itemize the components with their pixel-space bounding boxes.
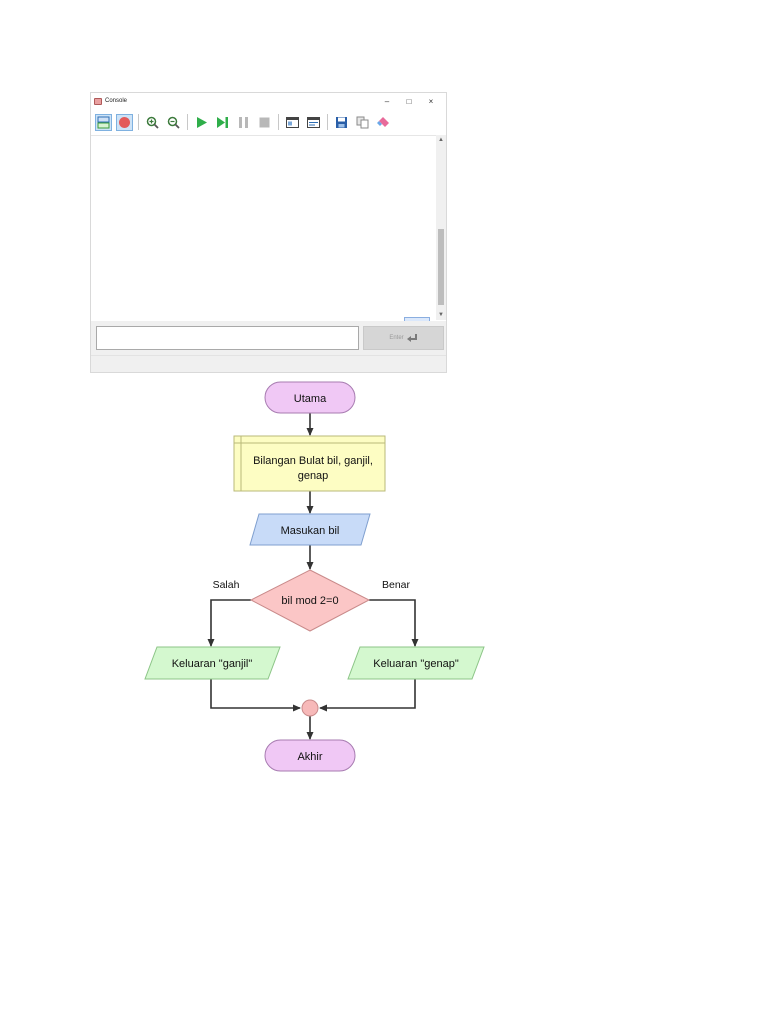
window-button[interactable] (284, 114, 301, 131)
enter-button[interactable]: Enter (363, 326, 444, 350)
zoom-out-button[interactable] (165, 114, 182, 131)
scroll-up-icon[interactable]: ▲ (438, 137, 444, 143)
output-true-parallelogram (347, 646, 485, 680)
enter-label: Enter (389, 335, 404, 341)
stop-icon (259, 117, 270, 127)
edge-decision-false (207, 599, 251, 647)
zoom-in-button[interactable] (144, 114, 161, 131)
console-input[interactable] (96, 326, 359, 350)
close-button[interactable]: × (428, 96, 434, 106)
edge-true-join (319, 679, 416, 712)
output-false-parallelogram (144, 646, 281, 680)
copy-icon (356, 116, 369, 128)
output-scrollbar[interactable]: ▲ ▼ (436, 135, 446, 320)
window-icon (286, 116, 299, 128)
edge-decision-true (369, 599, 419, 647)
enter-icon (406, 333, 417, 342)
output-true-label: Keluaran "genap" (373, 658, 459, 670)
save-button[interactable] (333, 114, 350, 131)
eraser-icon (377, 116, 389, 127)
window-controls: – □ × (376, 93, 442, 109)
declare-box (233, 435, 386, 492)
run-icon (197, 116, 207, 128)
scroll-down-icon[interactable]: ▼ (438, 312, 444, 318)
declare-label-line1: Bilangan Bulat bil, ganjil, (253, 455, 373, 467)
pause-button[interactable] (235, 114, 252, 131)
pause-icon (239, 116, 248, 128)
join-connector (301, 699, 319, 717)
start-label: Utama (294, 393, 327, 405)
input-parallelogram (249, 513, 371, 546)
zoom-in-icon (146, 116, 159, 129)
console-title: Console (105, 98, 128, 104)
maximize-button[interactable]: □ (406, 96, 412, 106)
declare-label-line2: genap (298, 470, 329, 482)
toolbar-separator (278, 114, 279, 130)
step-icon (217, 116, 228, 128)
console-app-icon (94, 97, 102, 105)
record-button[interactable] (116, 113, 133, 131)
record-icon (119, 116, 130, 128)
false-branch-label: Salah (213, 579, 240, 591)
console-toolbar (91, 111, 446, 133)
scroll-thumb[interactable] (438, 229, 444, 305)
end-terminal (264, 739, 356, 772)
toolbar-separator (327, 114, 328, 130)
copy-button[interactable] (354, 114, 371, 131)
save-icon (336, 116, 347, 128)
run-button[interactable] (193, 114, 210, 131)
toolbar-separator (187, 114, 188, 130)
start-terminal (264, 381, 356, 414)
output-false-label: Keluaran "ganjil" (172, 658, 253, 670)
variables-icon (307, 116, 320, 128)
console-titlebar: Console – □ × (91, 93, 446, 109)
eraser-button[interactable] (375, 114, 392, 131)
decision-diamond (249, 569, 371, 632)
variables-button[interactable] (305, 114, 322, 131)
zoom-out-icon (167, 116, 180, 129)
step-button[interactable] (214, 114, 231, 131)
decision-label: bil mod 2=0 (281, 595, 338, 607)
layout-button[interactable] (95, 113, 112, 131)
end-label: Akhir (297, 751, 322, 763)
input-label: Masukan bil (281, 525, 340, 537)
console-statusbar (91, 355, 446, 372)
stop-button[interactable] (256, 114, 273, 131)
layout-icon (97, 116, 110, 128)
true-branch-label: Benar (382, 579, 411, 591)
console-window: Console – □ × (90, 92, 447, 373)
edge-false-join (210, 679, 301, 712)
toolbar-separator (138, 114, 139, 130)
minimize-button[interactable]: – (384, 96, 390, 106)
